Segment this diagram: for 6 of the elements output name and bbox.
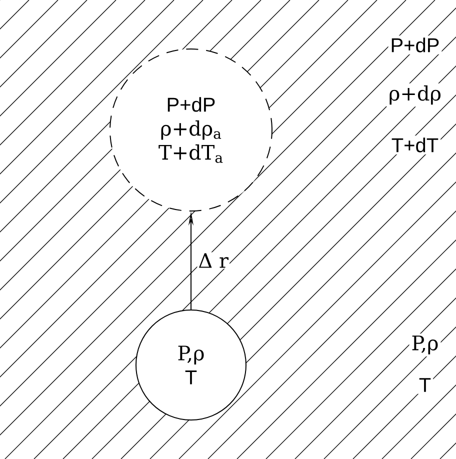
label: ρ+dρ [386, 83, 444, 107]
label: P+dP [388, 36, 442, 54]
label: P,ρ [409, 334, 441, 356]
edge-label: Δ r [198, 253, 229, 268]
label: T [416, 376, 434, 394]
label: T+dT [389, 136, 441, 154]
